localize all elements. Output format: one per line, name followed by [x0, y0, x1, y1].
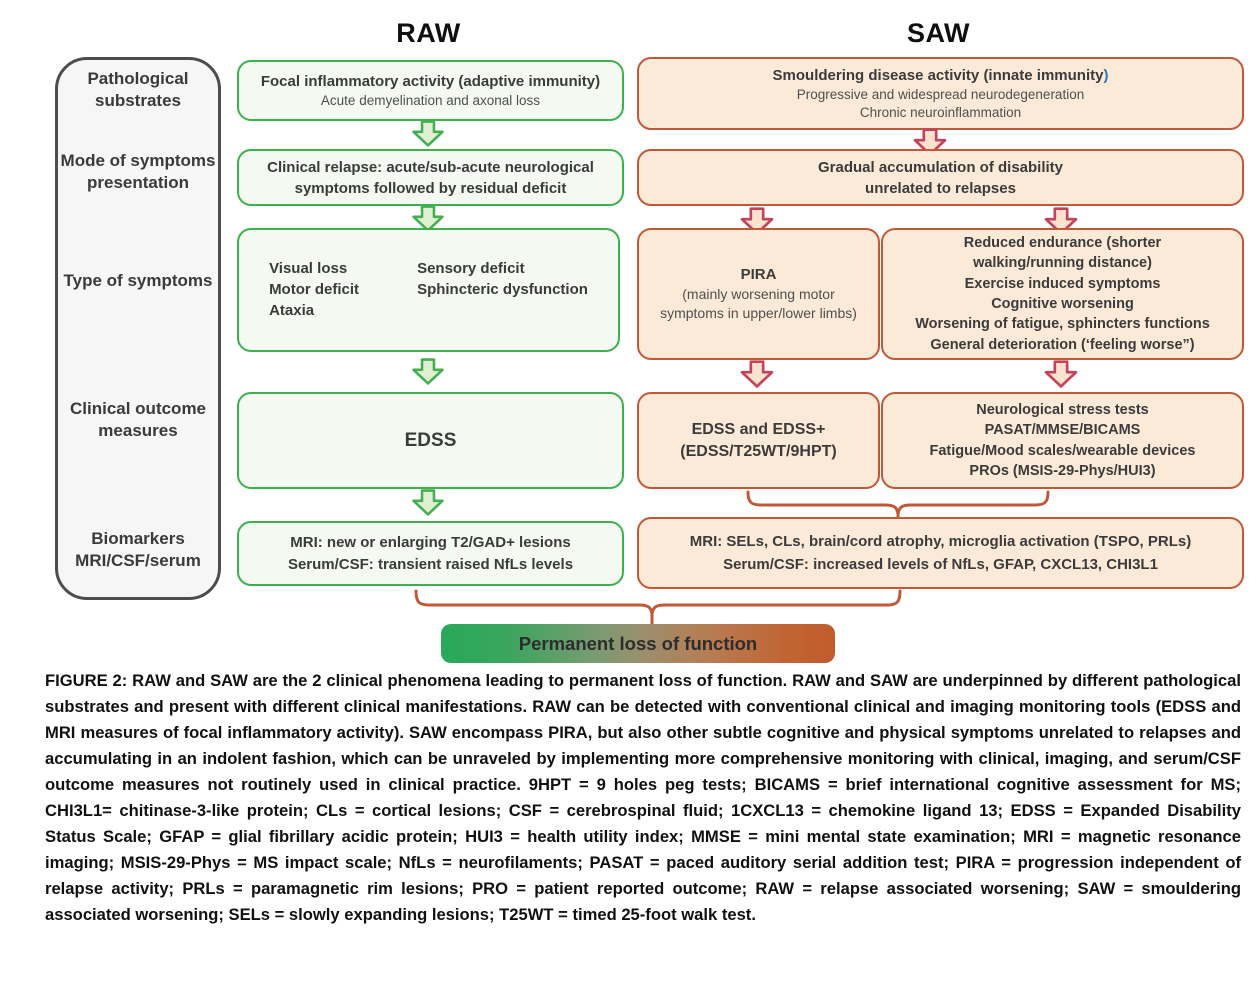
saw-substrates-box: Smouldering disease activity (innate imm…	[637, 57, 1244, 130]
saw-outcome-stress-tests-box: Neurological stress tests PASAT/MMSE/BIC…	[881, 392, 1244, 489]
saw-pira-subtitle: (mainly worsening motor symptoms in uppe…	[660, 286, 857, 321]
saw-substrates-title: Smouldering disease activity (innate imm…	[773, 66, 1109, 86]
raw-column-title: RAW	[396, 18, 461, 48]
raw-outcome-box: EDSS	[237, 392, 624, 489]
red-down-arrow-icon	[737, 359, 777, 394]
saw-substrates-subtitle-1: Progressive and widespread neurodegenera…	[796, 86, 1085, 102]
saw-substrates-title-paren: )	[1103, 66, 1109, 84]
red-down-arrow-icon	[910, 127, 950, 162]
green-down-arrow-icon	[408, 488, 448, 522]
saw-biomarkers-box: MRI: SELs, CLs, brain/cord atrophy, micr…	[637, 517, 1244, 589]
raw-symptoms-box: Visual loss Motor deficit Ataxia Sensory…	[237, 228, 620, 352]
green-down-arrow-icon	[408, 357, 448, 391]
raw-mode-box: Clinical relapse: acute/sub-acute neurol…	[237, 149, 624, 206]
raw-substrates-subtitle: Acute demyelination and axonal loss	[320, 92, 541, 108]
saw-column-title: SAW	[906, 18, 970, 48]
row-label-clinical-outcome: Clinical outcome measures	[69, 399, 207, 440]
raw-substrates-title: Focal inflammatory activity (adaptive im…	[260, 72, 601, 90]
row-label-biomarkers: Biomarkers MRI/CSF/serum	[75, 529, 201, 570]
saw-outcome-edss-box: EDSS and EDSS+ (EDSS/T25WT/9HPT)	[637, 392, 880, 489]
permanent-loss-label: Permanent loss of function	[518, 632, 758, 654]
raw-symptoms-column-1: Visual loss Motor deficit Ataxia	[269, 260, 360, 319]
raw-substrates-box: Focal inflammatory activity (adaptive im…	[237, 60, 624, 121]
saw-substrates-subtitle-2: Chronic neuroinflammation	[859, 104, 1022, 120]
figure-caption: FIGURE 2: RAW and SAW are the 2 clinical…	[45, 671, 1241, 924]
row-label-pathological-substrates: Pathological substrates	[87, 69, 189, 110]
permanent-loss-gradient-bar: Permanent loss of function	[441, 624, 835, 663]
row-label-type-of-symptoms: Type of symptoms	[63, 271, 213, 290]
saw-substrates-title-text: Smouldering disease activity (innate imm…	[772, 66, 1104, 84]
saw-pira-box: PIRA (mainly worsening motor symptoms in…	[637, 228, 880, 360]
green-down-arrow-icon	[408, 204, 448, 238]
green-down-arrow-icon	[408, 119, 448, 153]
raw-symptoms-column-2: Sensory deficit Sphincteric dysfunction	[417, 260, 588, 298]
row-label-panel: Pathological substrates Mode of symptoms…	[55, 57, 221, 600]
red-down-arrow-icon	[737, 206, 777, 241]
red-down-arrow-icon	[1041, 359, 1081, 394]
saw-physical-symptoms-box: Reduced endurance (shorter walking/runni…	[881, 228, 1244, 360]
bottom-brace-connector	[413, 588, 903, 633]
red-down-arrow-icon	[1041, 206, 1081, 241]
raw-biomarkers-box: MRI: new or enlarging T2/GAD+ lesions Se…	[237, 521, 624, 586]
saw-pira-title: PIRA	[740, 266, 777, 283]
saw-mode-box: Gradual accumulation of disability unrel…	[637, 149, 1244, 206]
row-label-mode-of-symptoms: Mode of symptoms presentation	[60, 151, 216, 192]
